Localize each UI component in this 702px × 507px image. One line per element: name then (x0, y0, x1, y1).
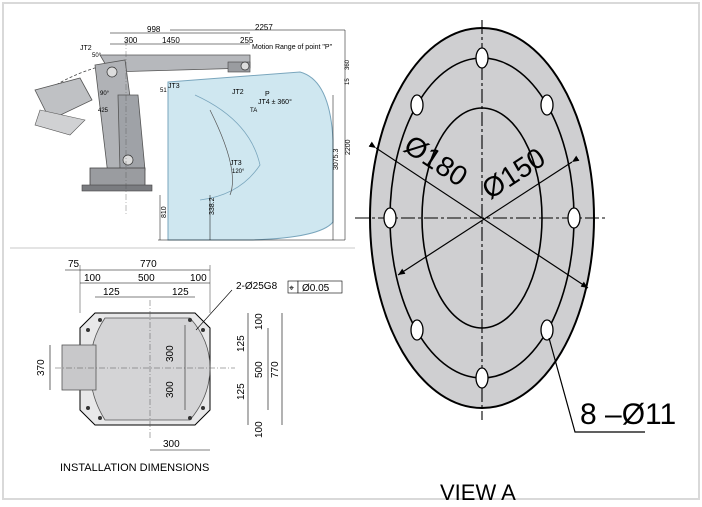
tolerance-box (297, 280, 343, 294)
hole (540, 319, 554, 341)
hole (475, 47, 489, 69)
hole (567, 207, 581, 229)
flange-view: Ø180 Ø150 8 –Ø11 VIEW A (355, 20, 676, 505)
label-ta: TA (250, 108, 257, 114)
label-angle-120: 120° (232, 169, 245, 175)
dim-100-right-bottom: 100 (254, 421, 265, 438)
dim-125-top-left: 125 (103, 287, 120, 298)
dim-998: 998 (147, 25, 161, 34)
bolt (98, 318, 102, 322)
dim-75: 75 (68, 259, 80, 270)
dim-770-right: 770 (270, 361, 281, 378)
leader-d150 (397, 155, 580, 276)
dim-125-right-top: 125 (236, 335, 247, 352)
label-jt3-low: JT3 (230, 160, 242, 167)
hole (410, 94, 424, 116)
label-jt4: JT4 ± 360° (258, 98, 292, 106)
dim-300-inner-lower: 300 (165, 381, 176, 398)
label-51: 51 (160, 88, 167, 94)
installation-title: INSTALLATION DIMENSIONS (60, 462, 209, 474)
label-p: P (265, 91, 270, 98)
dim-125-top-right: 125 (172, 287, 189, 298)
dim-1450: 1450 (162, 36, 180, 45)
dim-2257: 2257 (255, 23, 273, 32)
bolt (86, 406, 90, 410)
motion-inner-arc (194, 94, 261, 201)
dim-370: 370 (36, 359, 47, 376)
flange-holes-label: 8 –Ø11 (580, 398, 676, 431)
tolerance-value: Ø0.05 (302, 283, 330, 294)
dim-255: 255 (240, 36, 254, 45)
dim-500-right: 500 (254, 361, 265, 378)
robot-side-view: 998 2257 300 1450 255 Motion Range of po… (34, 23, 352, 241)
dim-300: 300 (124, 36, 138, 45)
robot-rear-link (34, 109, 86, 136)
label-angle-50: 50° (92, 53, 102, 59)
robot-counterweight (34, 77, 93, 121)
dim-810: 810 (161, 206, 168, 218)
dim-15: 15 (345, 78, 351, 85)
dim-300-bottom: 300 (163, 439, 180, 450)
position-symbol: ⌖ (289, 283, 294, 293)
base-bolts (86, 318, 205, 420)
dim-3075: 3075.3 (333, 148, 340, 170)
hole (383, 207, 397, 229)
leader-holes (548, 337, 645, 433)
hole (540, 94, 554, 116)
dim-300-inner-upper: 300 (165, 345, 176, 362)
joint-wrist (240, 61, 250, 71)
label-jt3: JT3 (168, 83, 180, 90)
bolt (188, 318, 192, 322)
label-jt2-top: JT2 (80, 45, 92, 52)
outer-border (2, 2, 700, 500)
view-label: VIEW A (440, 480, 516, 502)
joint-jt3 (122, 154, 134, 166)
callout-leader (195, 289, 233, 331)
hole (475, 367, 489, 389)
bolt (98, 416, 102, 420)
dim-100-right-top: 100 (254, 313, 265, 330)
dim-500-top: 500 (138, 273, 155, 284)
label-425: 425 (98, 108, 109, 114)
base-installation-view: 75 770 100 500 100 125 125 2-Ø25G8 ⌖ Ø0.… (36, 259, 343, 474)
motion-range-label: Motion Range of point "P" (252, 44, 333, 51)
dim-100-top-left: 100 (84, 273, 101, 284)
dim-125-right-bottom: 125 (236, 383, 247, 400)
jt3-arc (209, 109, 233, 196)
base-extension (61, 344, 97, 391)
robot-wrist (227, 61, 251, 73)
label-jt2-mid: JT2 (232, 89, 244, 96)
dim-2200: 2200 (345, 139, 352, 155)
hole (410, 319, 424, 341)
callout-2-d25g8: 2-Ø25G8 (236, 281, 278, 292)
dim-360: 360 (345, 59, 351, 70)
motion-range-area (167, 71, 334, 241)
label-angle-90: 90° (100, 91, 110, 97)
bolt (201, 406, 205, 410)
robot-foot (81, 184, 153, 192)
joint-jt2 (106, 66, 118, 78)
bolt (188, 416, 192, 420)
dim-100-top-right: 100 (190, 273, 207, 284)
bolt (201, 328, 205, 332)
dim-770-top: 770 (140, 259, 157, 270)
bolt (86, 328, 90, 332)
dim-338: 338.2 (209, 197, 216, 215)
